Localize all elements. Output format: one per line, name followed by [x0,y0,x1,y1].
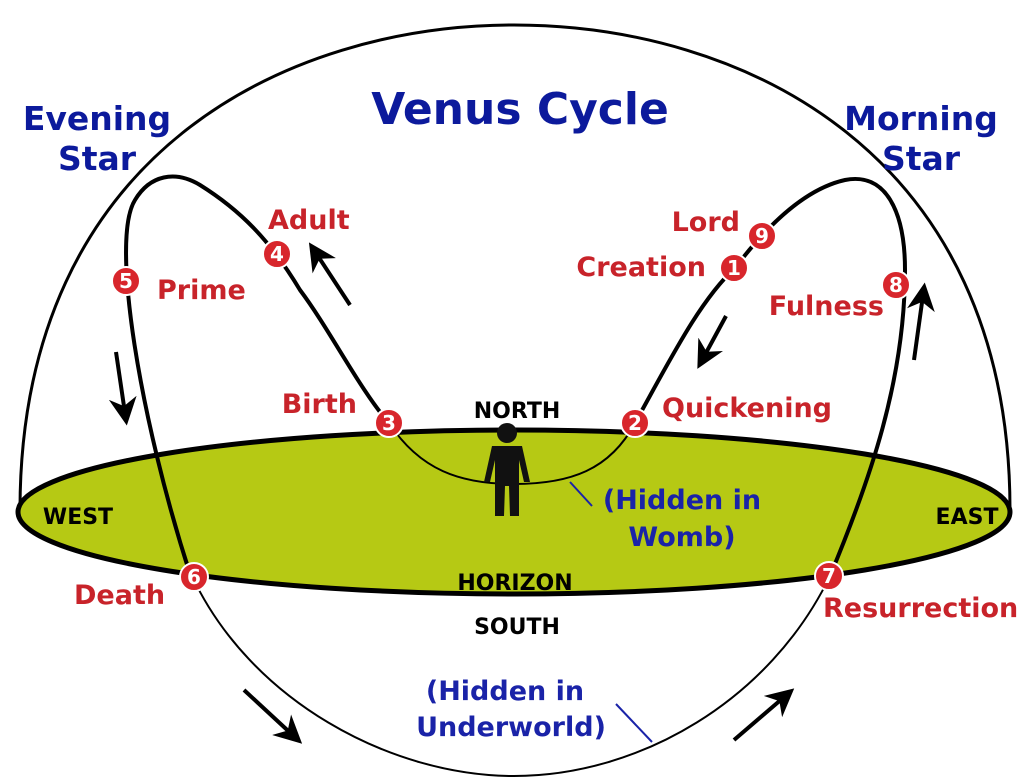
east-label: EAST [936,505,999,530]
stage-marker-6: 6 [180,563,208,591]
hidden-womb-label-line2: Womb) [628,522,735,553]
stage-marker-7: 7 [815,562,843,590]
stage-label-death: Death [74,580,165,611]
svg-text:4: 4 [270,242,284,266]
underworld-pointer-line [616,704,652,742]
north-label: NORTH [474,399,561,424]
svg-text:3: 3 [382,411,396,435]
stage-label-birth: Birth [282,389,357,420]
diagram-title: Venus Cycle [371,84,669,135]
stage-marker-9: 9 [748,222,776,250]
stage-label-prime: Prime [157,275,246,306]
evening-star-label-line2: Star [58,139,137,178]
arrow-rising-adult [312,247,350,305]
hidden-womb-label-line1: (Hidden in [603,485,761,516]
south-label: SOUTH [474,615,560,640]
arrow-descending-west [116,352,126,420]
svg-text:5: 5 [119,269,133,293]
west-label: WEST [43,505,113,530]
svg-text:1: 1 [727,256,741,280]
arrow-rising-fulness [914,288,924,360]
stage-marker-8: 8 [882,271,910,299]
stage-label-creation: Creation [576,252,706,283]
arrow-descending-creation [700,316,726,364]
svg-text:7: 7 [822,564,836,588]
svg-text:8: 8 [889,273,903,297]
stage-marker-4: 4 [263,240,291,268]
stage-label-adult: Adult [268,205,350,236]
evening-star-label-line1: Evening [23,99,171,138]
svg-text:2: 2 [628,411,642,435]
stage-label-fulness: Fulness [769,291,884,322]
stage-marker-5: 5 [112,267,140,295]
stage-label-quickening: Quickening [662,393,832,424]
horizon-label: HORIZON [457,571,572,596]
stage-label-lord: Lord [672,207,740,238]
stage-marker-2: 2 [621,409,649,437]
svg-text:9: 9 [755,224,769,248]
stage-marker-3: 3 [375,409,403,437]
hidden-underworld-label-line2: Underworld) [416,712,606,743]
arrow-underworld-east [734,692,790,740]
morning-star-label-line1: Morning [844,99,998,138]
hidden-underworld-label-line1: (Hidden in [426,676,584,707]
svg-text:6: 6 [187,565,201,589]
stage-marker-1: 1 [720,254,748,282]
stage-label-resurrection: Resurrection [823,593,1018,624]
morning-star-label-line2: Star [882,139,961,178]
